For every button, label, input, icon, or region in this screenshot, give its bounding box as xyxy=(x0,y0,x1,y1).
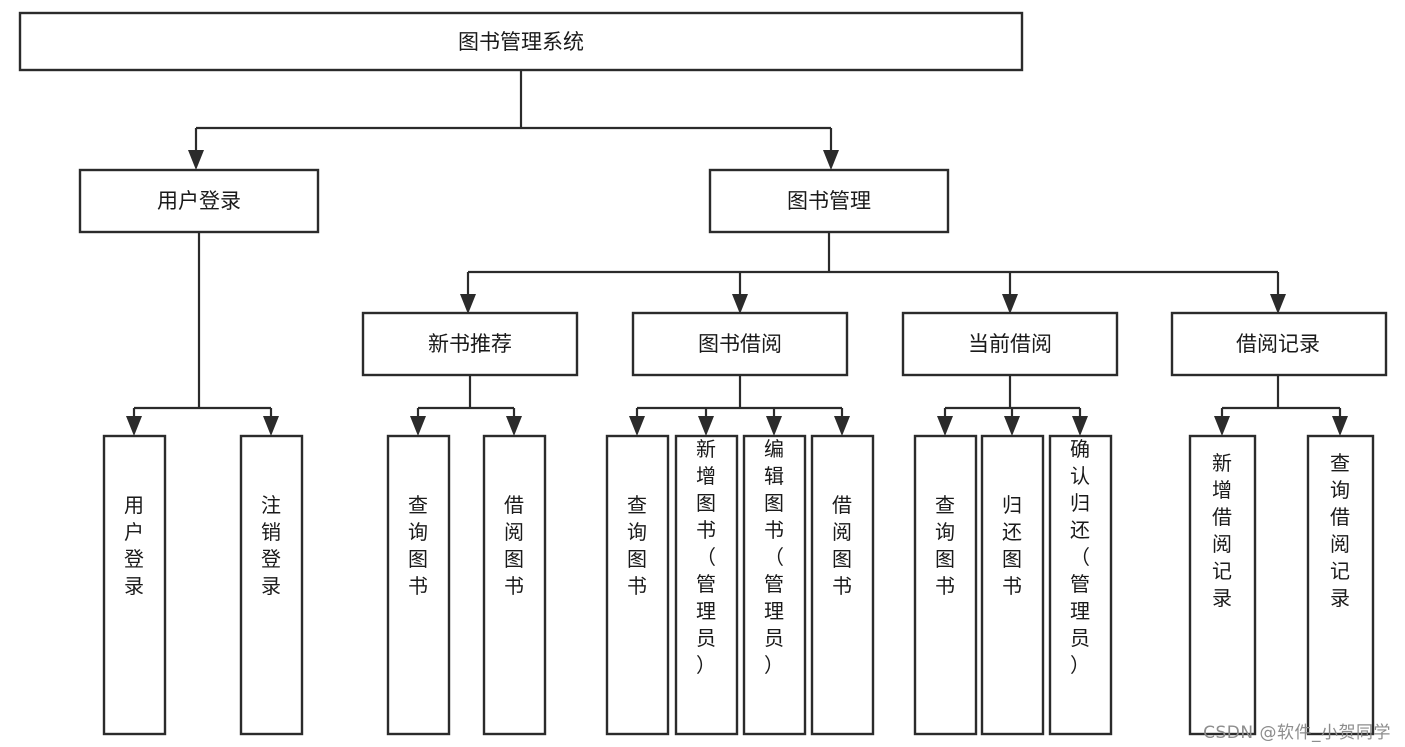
node-leaf-borrow-book-2[interactable]: 借阅图书 xyxy=(810,434,875,736)
node-current-borrow-label: 当前借阅 xyxy=(968,332,1052,356)
node-leaf-return-book[interactable]: 归还图书 xyxy=(980,434,1045,736)
node-leaf-query-book-1-box[interactable] xyxy=(386,434,451,736)
node-leaf-confirm-return[interactable]: 确认归还（管理员） xyxy=(1048,434,1113,736)
node-leaf-borrow-book-1[interactable]: 借阅图书 xyxy=(482,434,547,736)
node-leaf-user-logout[interactable]: 注销登录 xyxy=(239,434,304,736)
arrow-book-borrow-leaf-1 xyxy=(629,416,645,436)
arrow-user-login-leaf-1 xyxy=(126,416,142,436)
node-leaf-add-record-box[interactable] xyxy=(1188,434,1257,736)
node-root[interactable]: 图书管理系统 xyxy=(18,11,1024,72)
arrow-user-login-leaf-2 xyxy=(263,416,279,436)
node-new-book-recommend[interactable]: 新书推荐 xyxy=(361,311,579,377)
node-leaf-query-book-2[interactable]: 查询图书 xyxy=(605,434,670,736)
node-current-borrow[interactable]: 当前借阅 xyxy=(901,311,1119,377)
node-root-label: 图书管理系统 xyxy=(458,30,584,54)
node-leaf-user-login[interactable]: 用户登录 xyxy=(102,434,167,736)
arrow-book-borrow-leaf-3 xyxy=(766,416,782,436)
arrow-new-book-leaf-1 xyxy=(410,416,426,436)
node-leaf-query-record-label: 查询借阅记录 xyxy=(1330,451,1350,610)
node-leaf-user-login-box[interactable] xyxy=(102,434,167,736)
node-leaf-query-record[interactable]: 查询借阅记录 xyxy=(1306,434,1375,736)
arrow-root-to-user-login xyxy=(188,150,204,170)
node-leaf-query-record-box[interactable] xyxy=(1306,434,1375,736)
node-user-login-label: 用户登录 xyxy=(157,189,241,213)
node-leaf-borrow-book-2-label: 借阅图书 xyxy=(832,493,852,598)
connector-layer xyxy=(126,70,1348,436)
node-book-management-box[interactable] xyxy=(708,168,950,234)
arrow-bm-to-book-borrow xyxy=(732,294,748,314)
node-leaf-add-book-box[interactable] xyxy=(674,434,739,736)
arrow-bm-to-current-borrow xyxy=(1002,294,1018,314)
arrow-book-borrow-leaf-4 xyxy=(834,416,850,436)
node-leaf-add-book-label: 新增图书（管理员） xyxy=(696,437,716,677)
node-leaf-add-record[interactable]: 新增借阅记录 xyxy=(1188,434,1257,736)
node-user-login-box[interactable] xyxy=(78,168,320,234)
node-leaf-borrow-book-1-box[interactable] xyxy=(482,434,547,736)
node-borrow-record[interactable]: 借阅记录 xyxy=(1170,311,1388,377)
arrow-bm-to-new-book xyxy=(460,294,476,314)
arrow-root-to-book-management xyxy=(823,150,839,170)
node-borrow-record-label: 借阅记录 xyxy=(1236,332,1320,356)
node-new-book-recommend-box[interactable] xyxy=(361,311,579,377)
node-leaf-borrow-book-2-box[interactable] xyxy=(810,434,875,736)
arrow-new-book-leaf-2 xyxy=(506,416,522,436)
node-leaf-borrow-book-1-label: 借阅图书 xyxy=(504,493,524,598)
arrow-current-borrow-leaf-1 xyxy=(937,416,953,436)
node-leaf-add-record-label: 新增借阅记录 xyxy=(1212,451,1232,610)
node-current-borrow-box[interactable] xyxy=(901,311,1119,377)
arrow-borrow-record-leaf-2 xyxy=(1332,416,1348,436)
node-leaf-query-book-2-box[interactable] xyxy=(605,434,670,736)
node-leaf-confirm-return-label: 确认归还（管理员） xyxy=(1070,437,1090,677)
node-leaf-return-book-label: 归还图书 xyxy=(1002,493,1022,598)
node-book-management[interactable]: 图书管理 xyxy=(708,168,950,234)
node-leaf-query-book-3-label: 查询图书 xyxy=(935,493,955,598)
node-leaf-query-book-1[interactable]: 查询图书 xyxy=(386,434,451,736)
node-book-borrow[interactable]: 图书借阅 xyxy=(631,311,849,377)
node-leaf-query-book-1-label: 查询图书 xyxy=(408,493,428,598)
node-leaf-query-book-3-box[interactable] xyxy=(913,434,978,736)
arrow-current-borrow-leaf-3 xyxy=(1072,416,1088,436)
node-leaf-query-book-3[interactable]: 查询图书 xyxy=(913,434,978,736)
node-leaf-user-logout-box[interactable] xyxy=(239,434,304,736)
node-borrow-record-box[interactable] xyxy=(1170,311,1388,377)
node-book-borrow-box[interactable] xyxy=(631,311,849,377)
node-leaf-edit-book-box[interactable] xyxy=(742,434,807,736)
node-leaf-user-login-label: 用户登录 xyxy=(124,493,144,598)
node-leaf-user-logout-label: 注销登录 xyxy=(261,493,281,598)
arrow-borrow-record-leaf-1 xyxy=(1214,416,1230,436)
arrow-bm-to-borrow-record xyxy=(1270,294,1286,314)
node-new-book-recommend-label: 新书推荐 xyxy=(428,332,512,356)
node-root-box[interactable] xyxy=(18,11,1024,72)
node-leaf-confirm-return-box[interactable] xyxy=(1048,434,1113,736)
arrow-book-borrow-leaf-2 xyxy=(698,416,714,436)
node-leaf-query-book-2-label: 查询图书 xyxy=(627,493,647,598)
arrow-current-borrow-leaf-2 xyxy=(1004,416,1020,436)
node-leaf-return-book-box[interactable] xyxy=(980,434,1045,736)
node-leaf-add-book[interactable]: 新增图书（管理员） xyxy=(674,434,739,736)
node-user-login[interactable]: 用户登录 xyxy=(78,168,320,234)
node-leaf-edit-book[interactable]: 编辑图书（管理员） xyxy=(742,434,807,736)
node-book-borrow-label: 图书借阅 xyxy=(698,332,782,356)
node-leaf-edit-book-label: 编辑图书（管理员） xyxy=(764,437,784,677)
node-book-management-label: 图书管理 xyxy=(787,189,871,213)
